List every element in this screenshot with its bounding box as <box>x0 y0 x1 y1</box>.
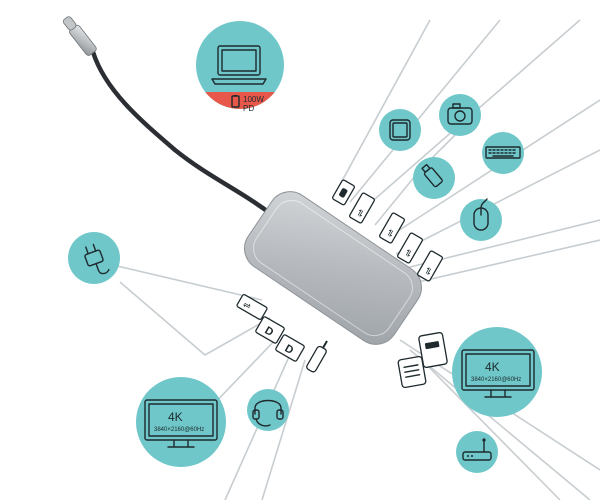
display-right-resolution: 4K <box>485 360 500 374</box>
router-icon <box>462 438 492 461</box>
camera-circle <box>439 94 481 136</box>
svg-text:⇌: ⇌ <box>422 265 435 277</box>
ethernet-plug <box>397 355 427 389</box>
displayport-plug-2: D <box>275 334 305 362</box>
usb-a-plug-2: ⇌ <box>379 212 405 244</box>
usb-stick-icon <box>421 163 443 188</box>
usb-a-plug-5: ⇌ <box>236 294 268 320</box>
displayport-plug-1: D <box>255 316 285 344</box>
power-circle <box>68 232 120 284</box>
monitor-icon <box>144 399 218 448</box>
display-right-detail: 3840×2160@60Hz <box>471 377 521 383</box>
battery-icon <box>231 95 240 108</box>
monitor-icon <box>461 349 535 398</box>
pd-wattage: 100W <box>243 95 264 104</box>
keyboard-circle <box>482 132 524 174</box>
headset-icon <box>252 399 284 427</box>
headset-circle <box>247 389 289 431</box>
keyboard-icon <box>485 146 521 159</box>
display-left-resolution: 4K <box>168 410 183 424</box>
svg-text:⇌: ⇌ <box>354 207 367 219</box>
power-plug-icon <box>84 243 110 275</box>
router-circle <box>456 431 498 473</box>
laptop-icon <box>211 45 267 85</box>
display-circle-right: 4K 3840×2160@60Hz <box>452 327 542 417</box>
audio-jack-plug <box>306 340 328 373</box>
usb-c-port-plug <box>332 179 355 206</box>
power-band <box>196 92 284 109</box>
usb-a-plug-4: ⇌ <box>417 250 443 282</box>
usb-c-connector <box>62 16 97 56</box>
hub-body <box>244 191 422 345</box>
svg-text:⇌: ⇌ <box>402 247 415 259</box>
hdmi-plug <box>418 331 448 369</box>
tablet-icon <box>389 119 411 141</box>
mouse-icon <box>473 198 489 231</box>
power-delivery-circle: 100W PD <box>196 21 284 113</box>
display-circle-left: 4K 3840×2160@60Hz <box>136 377 226 467</box>
tablet-circle <box>379 109 421 151</box>
usb-stick-circle <box>413 157 455 199</box>
usb-c-cable <box>90 49 278 220</box>
usb-a-plug-3: ⇌ <box>397 232 423 264</box>
mouse-circle <box>460 198 502 241</box>
usb-a-plug-1: ⇌ <box>349 192 375 224</box>
camera-icon <box>447 103 473 125</box>
svg-text:⇌: ⇌ <box>384 227 397 239</box>
display-left-detail: 3840×2160@60Hz <box>154 427 204 433</box>
svg-text:⇌: ⇌ <box>241 299 253 312</box>
pd-unit: PD <box>243 104 254 113</box>
